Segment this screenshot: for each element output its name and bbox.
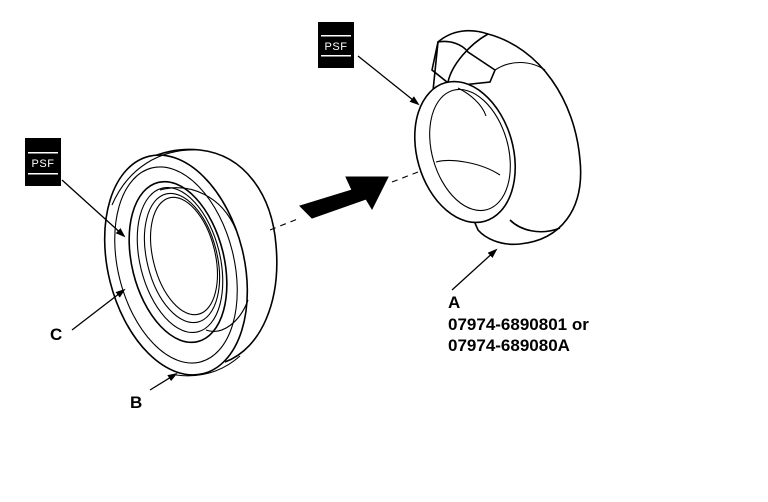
leader-c xyxy=(71,288,126,331)
callout-c: C xyxy=(50,325,62,344)
leader-left-psf xyxy=(61,179,126,238)
oil-seal-b xyxy=(103,148,278,377)
leader-top-psf xyxy=(357,55,420,106)
seal-driver-a xyxy=(413,29,582,246)
callout-a: A xyxy=(448,293,460,312)
callout-b: B xyxy=(130,393,142,412)
psf-badge-left-text: PSF xyxy=(32,158,55,170)
part-number-line-2: 07974-689080A xyxy=(448,336,570,355)
installation-axis xyxy=(269,171,419,231)
leader-a xyxy=(451,248,498,291)
psf-badge-left: PSF xyxy=(25,138,61,186)
direction-arrow xyxy=(299,176,389,219)
psf-badge-top: PSF xyxy=(318,22,354,68)
psf-badge-top-text: PSF xyxy=(325,41,348,53)
leader-b xyxy=(149,372,178,391)
part-number-line-1: 07974-6890801 or xyxy=(448,315,589,334)
